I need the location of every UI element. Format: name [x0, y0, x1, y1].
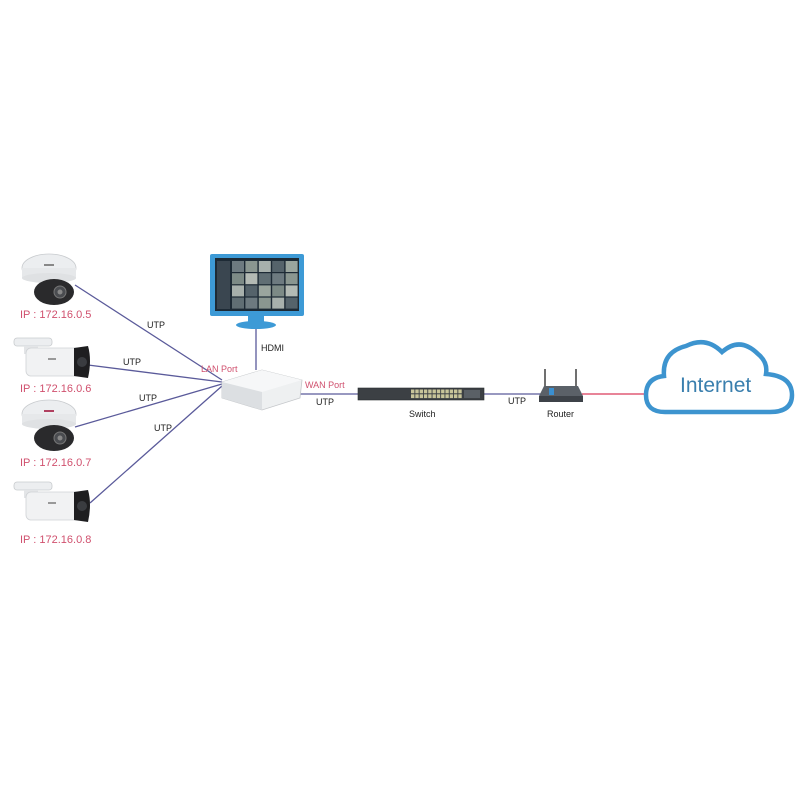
internet-cloud-icon[interactable] [643, 339, 795, 415]
hdmi-label: HDMI [261, 343, 284, 353]
video-feed-tile [258, 261, 271, 272]
video-feed-tile [285, 297, 298, 309]
switch-port [454, 394, 458, 399]
cable-camera-4 [89, 385, 223, 504]
switch-port [411, 394, 415, 399]
switch-port [445, 394, 449, 399]
video-feed-tile [245, 297, 258, 309]
switch-port [428, 394, 432, 399]
video-feed-tile [272, 261, 285, 272]
switch-port [432, 394, 436, 399]
bullet-camera-icon[interactable] [13, 481, 90, 522]
switch-icon[interactable] [357, 387, 485, 401]
cable-label: UTP [154, 423, 172, 433]
switch-port [415, 394, 419, 399]
camera-ip-label: IP : 172.16.0.7 [20, 457, 92, 469]
camera-ip-label: IP : 172.16.0.5 [20, 309, 92, 321]
switch-port [449, 394, 454, 399]
switch-port [432, 389, 436, 394]
video-feed-tile [232, 261, 244, 272]
dome-camera-icon[interactable] [21, 253, 77, 305]
switch-port [458, 394, 462, 399]
video-feed-tile [245, 285, 258, 297]
switch-port [428, 389, 432, 394]
cable-label: UTP [508, 396, 526, 406]
switch-port [441, 389, 445, 394]
switch-label: Switch [409, 409, 436, 419]
switch-port [445, 389, 449, 394]
video-feed-tile [272, 285, 285, 297]
switch-port [436, 394, 441, 399]
video-feed-tile [232, 285, 244, 297]
video-feed-tile [272, 273, 285, 285]
switch-port [419, 394, 423, 399]
cable-camera-3 [74, 383, 223, 428]
router-label: Router [547, 409, 575, 419]
cable-label: UTP [147, 320, 165, 330]
lan-port-label: LAN Port [201, 364, 238, 374]
bullet-camera-icon[interactable] [13, 337, 90, 378]
cable-label: UTP [123, 357, 141, 367]
video-feed-tile [285, 285, 298, 297]
switch-port [423, 389, 428, 394]
video-feed-tile [272, 297, 285, 309]
monitor-sidebar-panel [217, 261, 230, 309]
camera-cables [74, 284, 223, 504]
video-feed-tile [285, 273, 298, 285]
camera-ip-label: IP : 172.16.0.8 [20, 534, 92, 546]
cable-camera-2 [87, 364, 223, 383]
switch-port [441, 394, 445, 399]
wan-port-label: WAN Port [305, 380, 345, 390]
switch-port [415, 389, 419, 394]
monitor-icon[interactable] [210, 254, 304, 329]
nvr-icon[interactable] [221, 369, 303, 411]
video-feed-tile [258, 297, 271, 309]
switch-port [454, 389, 458, 394]
dome-camera-icon[interactable] [21, 399, 77, 451]
video-feed-tile [285, 261, 298, 272]
video-feed-tile [245, 273, 258, 285]
video-feed-tile [232, 297, 244, 309]
switch-port [419, 389, 423, 394]
switch-port [423, 394, 428, 399]
cable-camera-1 [74, 284, 223, 381]
cable-label: UTP [316, 397, 334, 407]
switch-port [436, 389, 441, 394]
video-feed-tile [258, 285, 271, 297]
router-icon[interactable] [539, 369, 583, 402]
video-feed-tile [232, 273, 244, 285]
switch-port [458, 389, 462, 394]
video-feed-tile [258, 273, 271, 285]
cable-label: UTP [139, 393, 157, 403]
switch-port [411, 389, 415, 394]
switch-port [449, 389, 454, 394]
camera-ip-label: IP : 172.16.0.6 [20, 383, 92, 395]
internet-label: Internet [680, 374, 752, 397]
video-feed-tile [245, 261, 258, 272]
